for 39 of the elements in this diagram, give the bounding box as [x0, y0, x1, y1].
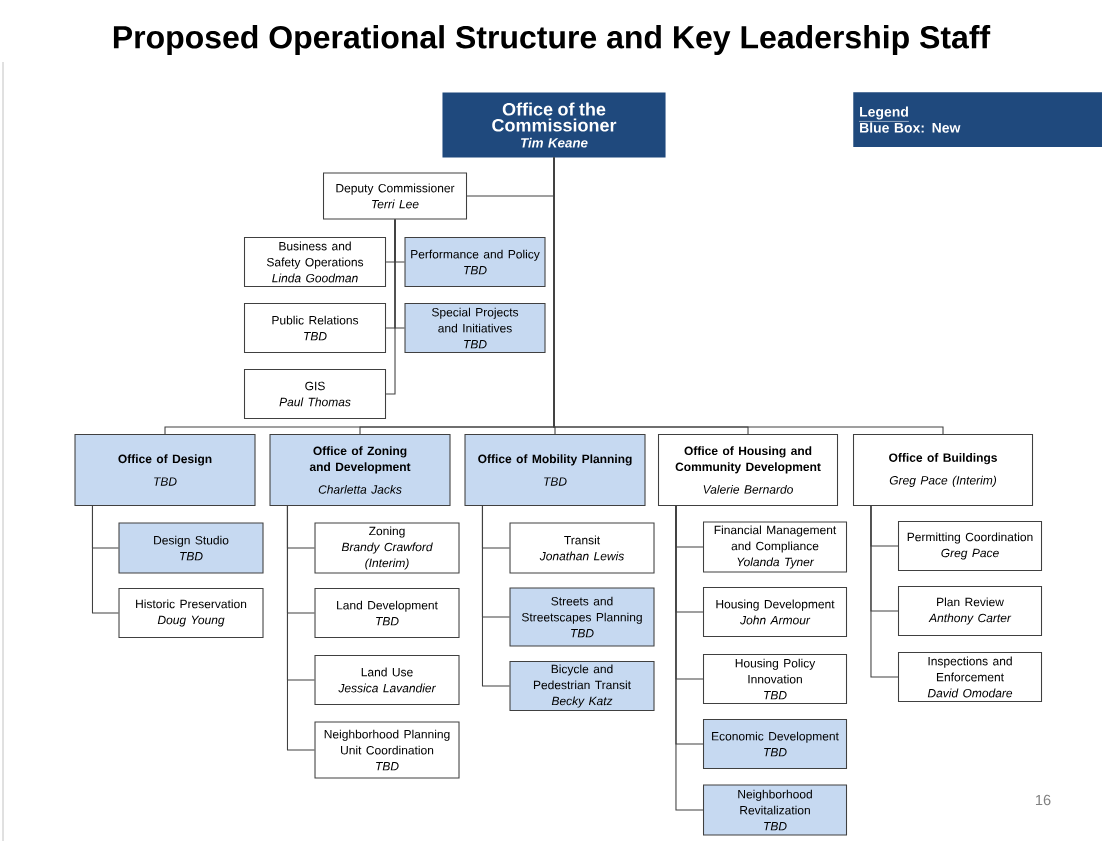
connector-line [91, 505, 119, 614]
office-box: Office of Design TBD [74, 433, 256, 507]
office-box: Office of Housing and Community Development Valerie Bernardo [657, 433, 839, 507]
unit-box: Financial Management and Compliance Yolanda Tyner [702, 521, 848, 573]
unit-box: Neighborhood Planning Unit Coordination TBD [314, 721, 460, 779]
unit-box: Performance and Policy TBD [404, 236, 546, 288]
unit-box: Land Development TBD [314, 587, 460, 639]
page-number: 16 [1035, 794, 1051, 806]
unit-box: GIS Paul Thomas [243, 368, 387, 420]
unit-box: Historic Preservation Doug Young [118, 587, 264, 639]
connector-line [481, 505, 510, 687]
office-box: Office of Zoning and Development Charletta Jacks [269, 433, 451, 507]
unit-box: Bicycle and Pedestrian Transit Becky Katz [509, 660, 655, 712]
deputy-box: Deputy Commissioner Terri Lee [322, 172, 468, 220]
connector-line [675, 505, 704, 811]
connector-line [385, 219, 396, 395]
office-box: Office of Buildings Greg Pace (Interim) [852, 433, 1034, 507]
unit-box: Transit Jonathan Lewis [509, 522, 655, 574]
unit-box: Special Projects and Initiatives TBD [404, 302, 546, 354]
connector-line [553, 157, 944, 435]
connector-line [870, 505, 899, 678]
unit-box: Public Relations TBD [243, 302, 387, 354]
unit-box: Housing Development John Armour [702, 586, 848, 638]
unit-box: Neighborhood Revitalization TBD [702, 784, 848, 836]
unit-box: Streets and Streetscapes Planning TBD [509, 587, 655, 647]
commissioner-box: Office of the Commissioner Tim Keane [442, 92, 666, 158]
legend-box: Legend Blue Box: New [853, 92, 1102, 147]
unit-box: Permitting Coordination Greg Pace [897, 520, 1043, 572]
connector-line [286, 505, 315, 751]
office-box: Office of Mobility Planning TBD [464, 433, 646, 507]
unit-box: Business and Safety Operations Linda Goodman [243, 236, 387, 288]
unit-box: Housing Policy Innovation TBD [702, 653, 848, 705]
unit-box: Plan Review Anthony Carter [897, 585, 1043, 637]
unit-box: Economic Development TBD [702, 718, 848, 770]
unit-box: Design Studio TBD [118, 522, 264, 574]
title: Proposed Operational Structure and Key Leadership Staff [113, 25, 991, 55]
unit-box: Inspections and Enforcement David Omodare [897, 651, 1043, 703]
unit-box: Zoning Brandy Crawford (Interim) [314, 522, 460, 574]
unit-box: Land Use Jessica Lavandier [314, 654, 460, 706]
